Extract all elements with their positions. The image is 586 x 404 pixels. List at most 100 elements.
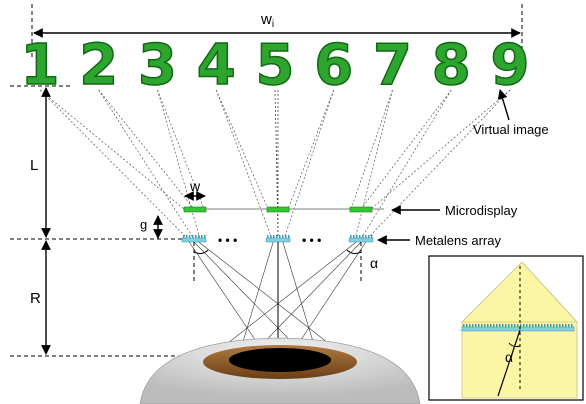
virtual-image-pointer xyxy=(497,89,510,121)
virtual-ray xyxy=(98,89,195,210)
pupil xyxy=(229,348,331,372)
metalens-pillar xyxy=(368,235,370,238)
virtual-ray xyxy=(366,89,511,240)
virtual-image-callout: Virtual image xyxy=(473,89,549,137)
metalens-pillar xyxy=(359,235,361,238)
wi-dimension: wi xyxy=(31,4,523,60)
metalens-pillar xyxy=(279,235,281,238)
metalens-pillar xyxy=(499,324,501,327)
metalens-pillar xyxy=(520,324,522,327)
metalens-pillar xyxy=(365,235,367,238)
metalens-pillar xyxy=(508,324,510,327)
metalens-pillar xyxy=(478,324,480,327)
microdisplay-pixel-right xyxy=(349,206,373,213)
virtual-ray xyxy=(157,89,205,210)
inset-panel: α xyxy=(428,255,584,401)
metalens-substrate xyxy=(181,237,207,243)
metalens-pillar xyxy=(550,324,552,327)
virtual-ray xyxy=(215,89,269,210)
metalens-pillar xyxy=(493,324,495,327)
metalens-pillar xyxy=(481,324,483,327)
metalens-pillar xyxy=(535,324,537,327)
metalens-right xyxy=(348,235,374,243)
metalens-pillar xyxy=(472,324,474,327)
virtual-ray xyxy=(39,89,185,210)
metalens-pillar xyxy=(198,235,200,238)
metalens-pillar xyxy=(502,324,504,327)
R-label: R xyxy=(30,290,41,307)
metalens-pillar xyxy=(538,324,540,327)
metalens-pillar xyxy=(288,235,290,238)
metalens-pillar xyxy=(201,235,203,238)
metalens-pillar xyxy=(565,324,567,327)
metalens-pillar xyxy=(282,235,284,238)
alpha-markers: α xyxy=(193,242,378,282)
g-label: g xyxy=(140,217,147,232)
metalens-pillar xyxy=(559,324,561,327)
eye-ray xyxy=(188,241,268,359)
digit-4: 4 xyxy=(197,33,236,98)
metalens-pillar xyxy=(568,324,570,327)
microdisplay: w g Microdisplay xyxy=(140,178,518,239)
metalens-pillar xyxy=(371,235,373,238)
metalens-pillar xyxy=(487,324,489,327)
metalens-pillar xyxy=(469,324,471,327)
virtual-ray xyxy=(215,89,273,240)
inset-alpha-label: α xyxy=(505,349,513,365)
wi-label: wi xyxy=(260,11,274,30)
metalens-pillar xyxy=(273,235,275,238)
alpha-label: α xyxy=(370,255,378,271)
metalens-pillar xyxy=(276,235,278,238)
metalens-pillar xyxy=(189,235,191,238)
metalens-substrate xyxy=(265,237,291,243)
digit-7: 7 xyxy=(373,33,412,98)
metalens-pillar xyxy=(541,324,543,327)
metalens-pillar xyxy=(511,324,513,327)
virtual-ray xyxy=(274,89,279,240)
virtual-ray xyxy=(360,89,452,210)
metalens-pillar xyxy=(192,235,194,238)
digit-1: 1 xyxy=(21,33,60,98)
virtual-ray xyxy=(350,89,393,210)
metalens-pillar xyxy=(514,324,516,327)
L-label: L xyxy=(30,157,38,174)
w-label: w xyxy=(189,178,201,194)
metalens-array: • • • • • • Metalens array xyxy=(181,233,501,248)
inset-alpha-arc xyxy=(508,342,521,348)
metalens-pillar xyxy=(195,235,197,238)
virtual-ray xyxy=(283,89,335,240)
virtual-ray xyxy=(354,89,393,240)
microdisplay-label: Microdisplay xyxy=(445,203,518,218)
metalens-pillar xyxy=(350,235,352,238)
metalens-substrate xyxy=(461,326,575,332)
eye-ray xyxy=(282,241,319,359)
metalens-pillar xyxy=(353,235,355,238)
metalens-pillar xyxy=(547,324,549,327)
metalens-array-label: Metalens array xyxy=(415,233,501,248)
eye xyxy=(139,337,421,404)
ellipsis-right: • • • xyxy=(302,233,321,247)
metalens-pillar xyxy=(204,235,206,238)
metalens-pillar xyxy=(562,324,564,327)
metalens-pillar xyxy=(463,324,465,327)
ellipsis-left: • • • xyxy=(218,233,237,247)
digit-3: 3 xyxy=(138,33,177,98)
virtual-ray xyxy=(274,89,279,210)
metalens-left xyxy=(181,235,207,243)
inset-metalens xyxy=(461,324,575,332)
metalens-pillar xyxy=(532,324,534,327)
eye-ray xyxy=(237,241,274,359)
metalens-pillar xyxy=(571,324,573,327)
metalens-pillar xyxy=(356,235,358,238)
eye-ray xyxy=(208,241,357,359)
digit-5: 5 xyxy=(256,33,295,98)
metalens-pillar xyxy=(553,324,555,327)
virtual-ray xyxy=(370,89,511,210)
metalens-pillar xyxy=(526,324,528,327)
metalens-pillar xyxy=(270,235,272,238)
microdisplay-pixel-left xyxy=(183,206,207,213)
metalens-pillar xyxy=(529,324,531,327)
inset-ray xyxy=(497,329,521,397)
